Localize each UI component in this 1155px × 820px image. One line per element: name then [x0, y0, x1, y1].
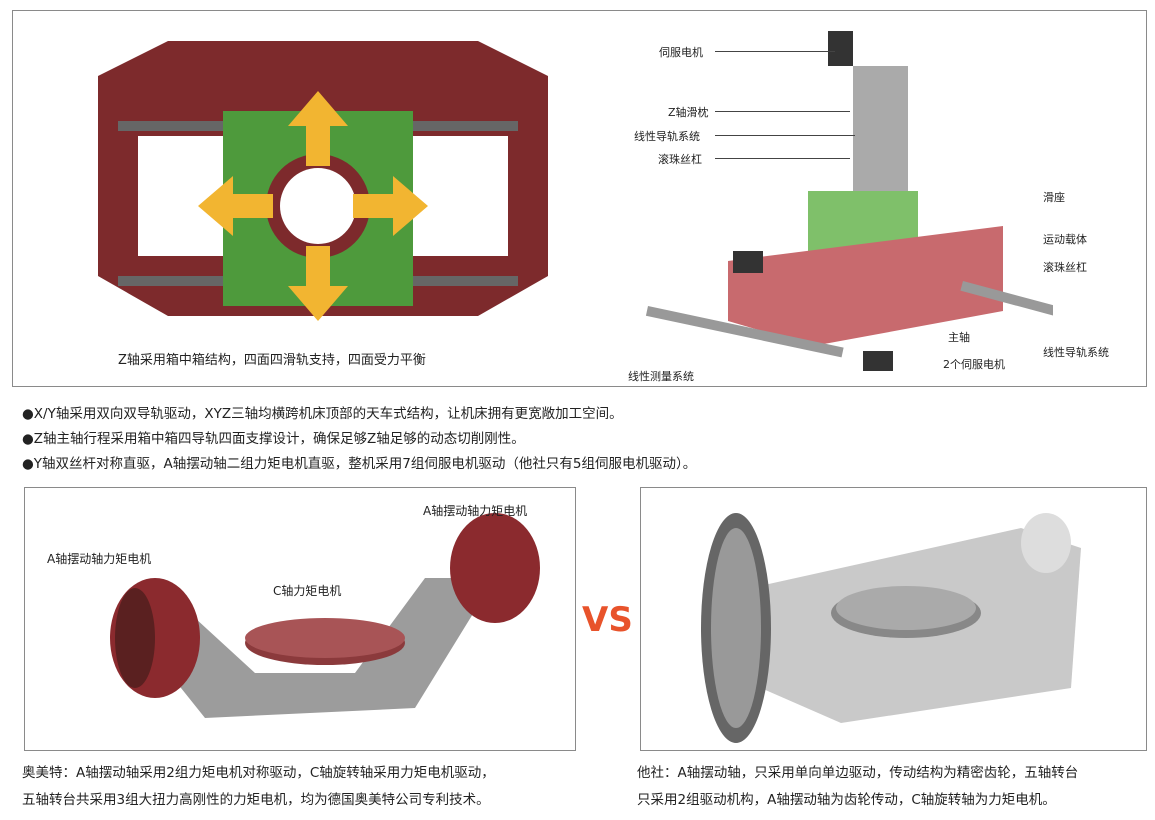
left-desc-line-2: 五轴转台共采用3组大扭力高刚性的力矩电机，均为德国奥美特公司专利技术。 [22, 792, 490, 808]
right-description: 他社：A轴摆动轴，只采用单向单边驱动，传动结构为精密齿轮，五轴转台 只采用2组驱… [637, 760, 1078, 814]
label-z-ram: Z轴滑枕 [668, 106, 709, 119]
right-desc-line-1: 他社：A轴摆动轴，只采用单向单边驱动，传动结构为精密齿轮，五轴转台 [637, 765, 1079, 781]
leader-line [715, 51, 835, 52]
label-linear-guide: 线性导轨系统 [634, 130, 700, 143]
machine-structure-image [645, 31, 1053, 371]
left-desc-line-1: 奥美特：A轴摆动轴采用2组力矩电机对称驱动，C轴旋转轴采用力矩电机驱动， [22, 765, 495, 781]
top-panel: Z轴采用箱中箱结构，四面四滑轨支持，四面受力平衡 伺服电机 Z轴滑枕 线性导轨系… [12, 10, 1147, 387]
right-desc-line-2: 只采用2组驱动机构，A轴摆动轴为齿轮传动，C轴旋转轴为力矩电机。 [637, 792, 1056, 808]
vs-label: VS [582, 600, 633, 640]
label-servo-motor: 伺服电机 [659, 46, 703, 59]
competitor-table-image [701, 513, 1081, 743]
leader-line [715, 158, 850, 159]
box-in-box-structure-image [98, 41, 548, 321]
rotary-table-image [110, 513, 540, 718]
top-caption: Z轴采用箱中箱结构，四面四滑轨支持，四面受力平衡 [118, 353, 426, 368]
bullet-3: ●Y轴双丝杆对称直驱，A轴摆动轴二组力矩电机直驱，整机采用7组伺服电机驱动（他社… [22, 456, 697, 472]
label-a-axis-motor-right: A轴摆动轴力矩电机 [423, 504, 528, 518]
left-description: 奥美特：A轴摆动轴采用2组力矩电机对称驱动，C轴旋转轴采用力矩电机驱动， 五轴转… [22, 760, 495, 814]
left-panel: A轴摆动轴力矩电机 A轴摆动轴力矩电机 C轴力矩电机 [24, 487, 576, 751]
bullet-1: ●X/Y轴采用双向双导轨驱动，XYZ三轴均横跨机床顶部的天车式结构，让机床拥有更… [22, 406, 623, 422]
bullet-2: ●Z轴主轴行程采用箱中箱四导轨四面支撑设计，确保足够Z轴足够的动态切削刚性。 [22, 431, 525, 447]
label-slide: 滑座 [1043, 191, 1065, 204]
label-carrier: 运动载体 [1043, 233, 1087, 246]
label-two-servo-motors: 2个伺服电机 [943, 358, 1005, 371]
label-linear-guide-2: 线性导轨系统 [1043, 346, 1109, 359]
label-linear-measurement: 线性测量系统 [628, 370, 694, 383]
right-panel [640, 487, 1147, 751]
leader-line [715, 111, 850, 112]
label-c-axis-motor: C轴力矩电机 [273, 584, 342, 598]
label-ball-screw-2: 滚珠丝杠 [1043, 261, 1087, 274]
label-spindle: 主轴 [948, 331, 970, 344]
label-ball-screw: 滚珠丝杠 [658, 153, 702, 166]
leader-line [715, 135, 855, 136]
label-a-axis-motor-left: A轴摆动轴力矩电机 [47, 552, 152, 566]
